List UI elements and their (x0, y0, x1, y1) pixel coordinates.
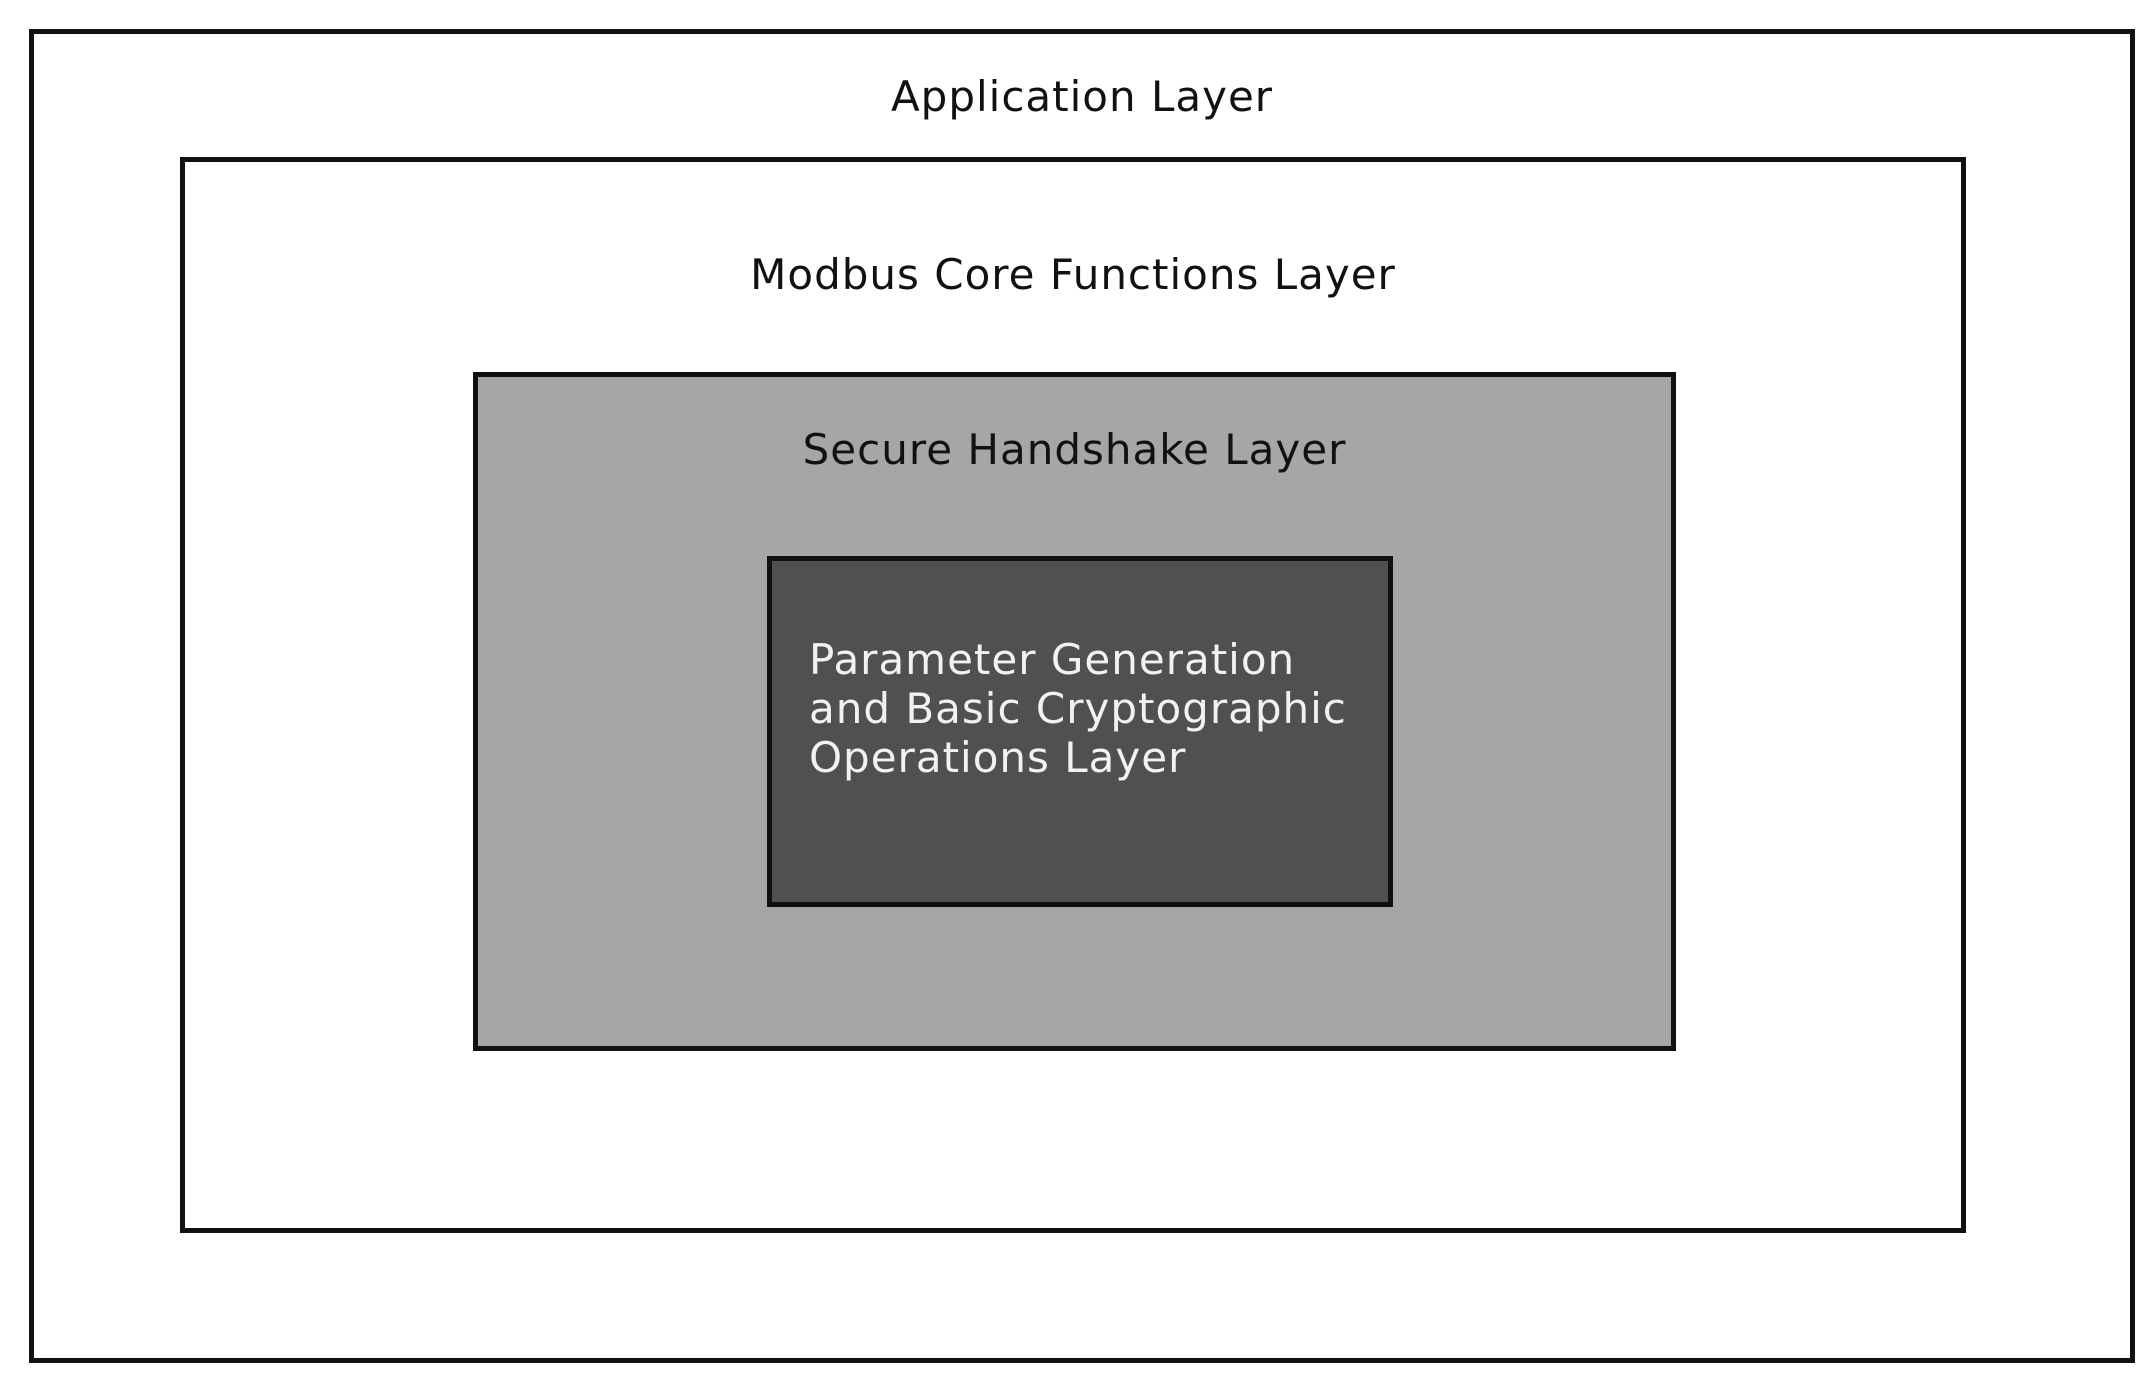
parameter-generation-layer-label: Parameter Generation and Basic Cryptogra… (809, 635, 1347, 782)
parameter-generation-layer: Parameter Generation and Basic Cryptogra… (767, 556, 1393, 907)
secure-handshake-layer-label: Secure Handshake Layer (802, 425, 1347, 474)
application-layer-label: Application Layer (890, 72, 1274, 121)
modbus-core-functions-layer-label: Modbus Core Functions Layer (750, 250, 1396, 299)
